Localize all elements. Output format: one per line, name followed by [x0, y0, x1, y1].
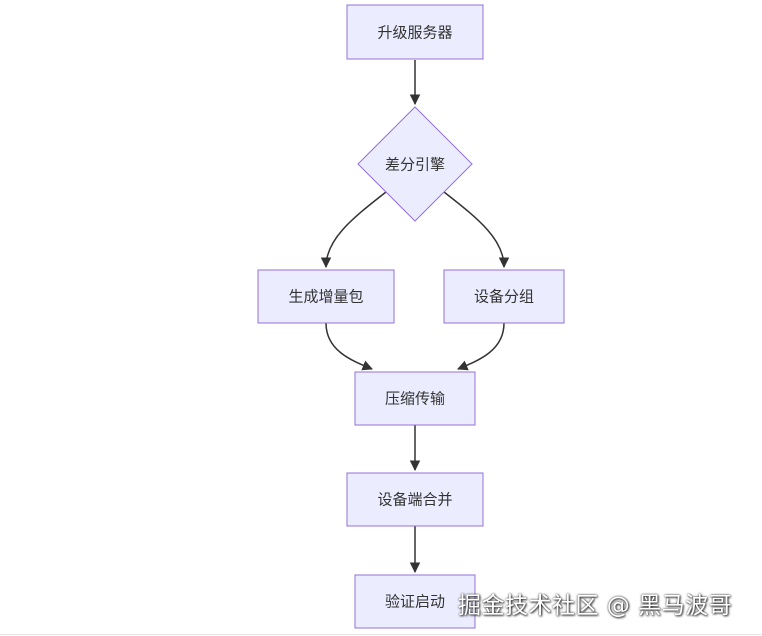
node-device-merge: 设备端合并	[346, 472, 484, 527]
bottom-divider	[0, 634, 762, 635]
node-compress-transfer: 压缩传输	[354, 371, 476, 426]
node-diff-engine: 差分引擎	[357, 106, 473, 222]
watermark-text: 掘金技术社区 @ 黑马波哥	[458, 593, 733, 619]
node-generate-increment-label: 生成增量包	[288, 288, 363, 306]
node-device-group-label: 设备分组	[474, 288, 534, 306]
edge-diff-group	[443, 191, 510, 269]
node-verify-boot: 验证启动	[354, 574, 476, 629]
edges	[320, 60, 510, 574]
node-upgrade-server: 升级服务器	[346, 4, 484, 60]
node-diff-engine-label: 差分引擎	[385, 156, 445, 174]
edge-diff-generate	[320, 191, 387, 269]
edge-group-compress	[457, 322, 505, 371]
node-device-merge-label: 设备端合并	[377, 491, 452, 509]
node-upgrade-server-label: 升级服务器	[377, 24, 452, 42]
node-compress-transfer-label: 压缩传输	[385, 390, 445, 408]
edge-generate-compress	[325, 322, 373, 371]
node-device-group: 设备分组	[443, 269, 565, 324]
node-verify-boot-label: 验证启动	[385, 593, 445, 611]
node-generate-increment: 生成增量包	[257, 269, 395, 324]
